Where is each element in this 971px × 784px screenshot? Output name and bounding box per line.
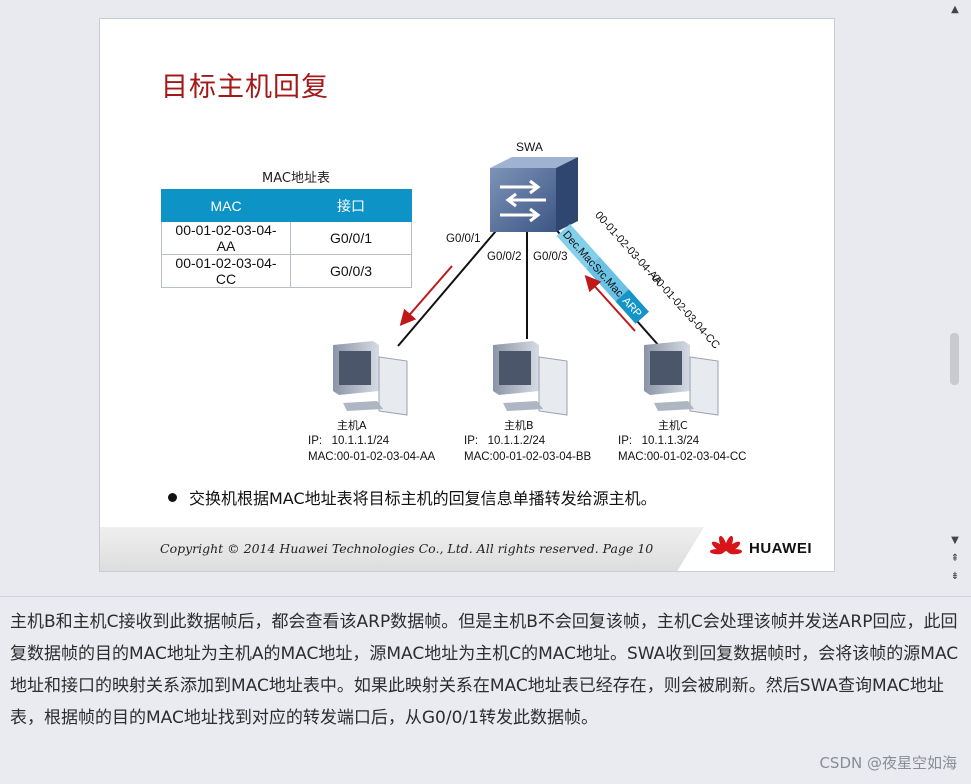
mac-cell: 00-01-02-03-04-AA	[161, 221, 291, 255]
host-mac: MAC:00-01-02-03-04-CC	[618, 451, 747, 463]
copyright-text: Copyright © 2014 Huawei Technologies Co.…	[160, 541, 654, 556]
mac-address-table: MAC 接口 00-01-02-03-04-AA G0/0/1 00-01-02…	[161, 189, 412, 288]
article-paragraph: 主机B和主机C接收到此数据帧后，都会查看该ARP数据帧。但是主机B不会回复该帧，…	[10, 612, 959, 728]
next-page-icon[interactable]: ⇟	[950, 571, 960, 582]
divider	[0, 596, 971, 597]
arrow-to-switch	[584, 275, 636, 332]
computer-icon-host-b	[493, 341, 568, 416]
slide: 目标主机回复 MAC地址表 MAC 接口 00-01-02-03-04-AA G…	[99, 18, 835, 572]
mac-table-caption: MAC地址表	[262, 171, 330, 186]
bullet-point: 交换机根据MAC地址表将目标主机的回复信息单播转发给源主机。	[168, 485, 657, 509]
arp-frame: Dec.Mac Src.Mac ARP 00-01-02-03-04-AA 00…	[556, 209, 722, 352]
switch-icon	[490, 157, 578, 232]
port-cell: G0/0/1	[290, 221, 412, 255]
host-mac: MAC:00-01-02-03-04-AA	[308, 451, 436, 463]
host-ip: IP: 10.1.1.3/24	[618, 435, 700, 447]
arrow-to-hosta	[399, 265, 453, 327]
mac-cell: 00-01-02-03-04-CC	[161, 254, 291, 288]
watermark: CSDN @夜星空如海	[819, 754, 957, 772]
scroll-up-icon[interactable]: ▲	[951, 4, 959, 15]
bullet-dot-icon	[168, 493, 177, 502]
port-cell: G0/0/3	[290, 254, 412, 288]
host-b-label: 主机B	[504, 419, 534, 432]
port-label: G0/0/3	[533, 251, 568, 263]
host-ip: IP: 10.1.1.2/24	[464, 435, 546, 447]
slide-title: 目标主机回复	[161, 72, 329, 103]
computer-icon-host-a	[333, 341, 408, 416]
switch-label: SWA	[516, 140, 543, 154]
prev-page-icon[interactable]: ⇞	[950, 553, 960, 564]
computer-icon-host-c	[644, 341, 719, 416]
host-a-label: 主机A	[337, 419, 367, 432]
host-c-label: 主机C	[658, 419, 688, 432]
port-label: G0/0/2	[487, 251, 522, 263]
huawei-logo-icon	[710, 536, 742, 555]
vertical-scrollbar[interactable]: ▲ ▼ ⇞ ⇟	[948, 0, 962, 596]
bullet-text: 交换机根据MAC地址表将目标主机的回复信息单播转发给源主机。	[189, 489, 657, 508]
host-mac: MAC:00-01-02-03-04-BB	[464, 451, 592, 463]
frame-field-smac	[586, 256, 629, 302]
footer-brand-area: HUAWEI	[676, 527, 834, 571]
brand-name: HUAWEI	[749, 540, 812, 557]
scroll-thumb[interactable]	[950, 333, 959, 385]
network-diagram: SWA G0/0/1 G0/0/2 G0/0/3 Dec.Mac Src.Mac…	[333, 140, 722, 416]
table-row: 00-01-02-03-04-CC G0/0/3	[161, 254, 412, 288]
document-viewer: 目标主机回复 MAC地址表 MAC 接口 00-01-02-03-04-AA G…	[99, 0, 962, 596]
frame-src-mac: 00-01-02-03-04-CC	[649, 273, 722, 352]
slide-footer: Copyright © 2014 Huawei Technologies Co.…	[100, 527, 834, 571]
table-row: 00-01-02-03-04-AA G0/0/1	[161, 221, 412, 255]
mac-column-header: MAC	[161, 189, 291, 222]
scroll-down-icon[interactable]: ▼	[951, 535, 959, 546]
port-label: G0/0/1	[446, 233, 481, 245]
frame-field-dmac	[556, 224, 600, 269]
frame-field-arp	[615, 289, 649, 324]
host-ip: IP: 10.1.1.1/24	[308, 435, 390, 447]
